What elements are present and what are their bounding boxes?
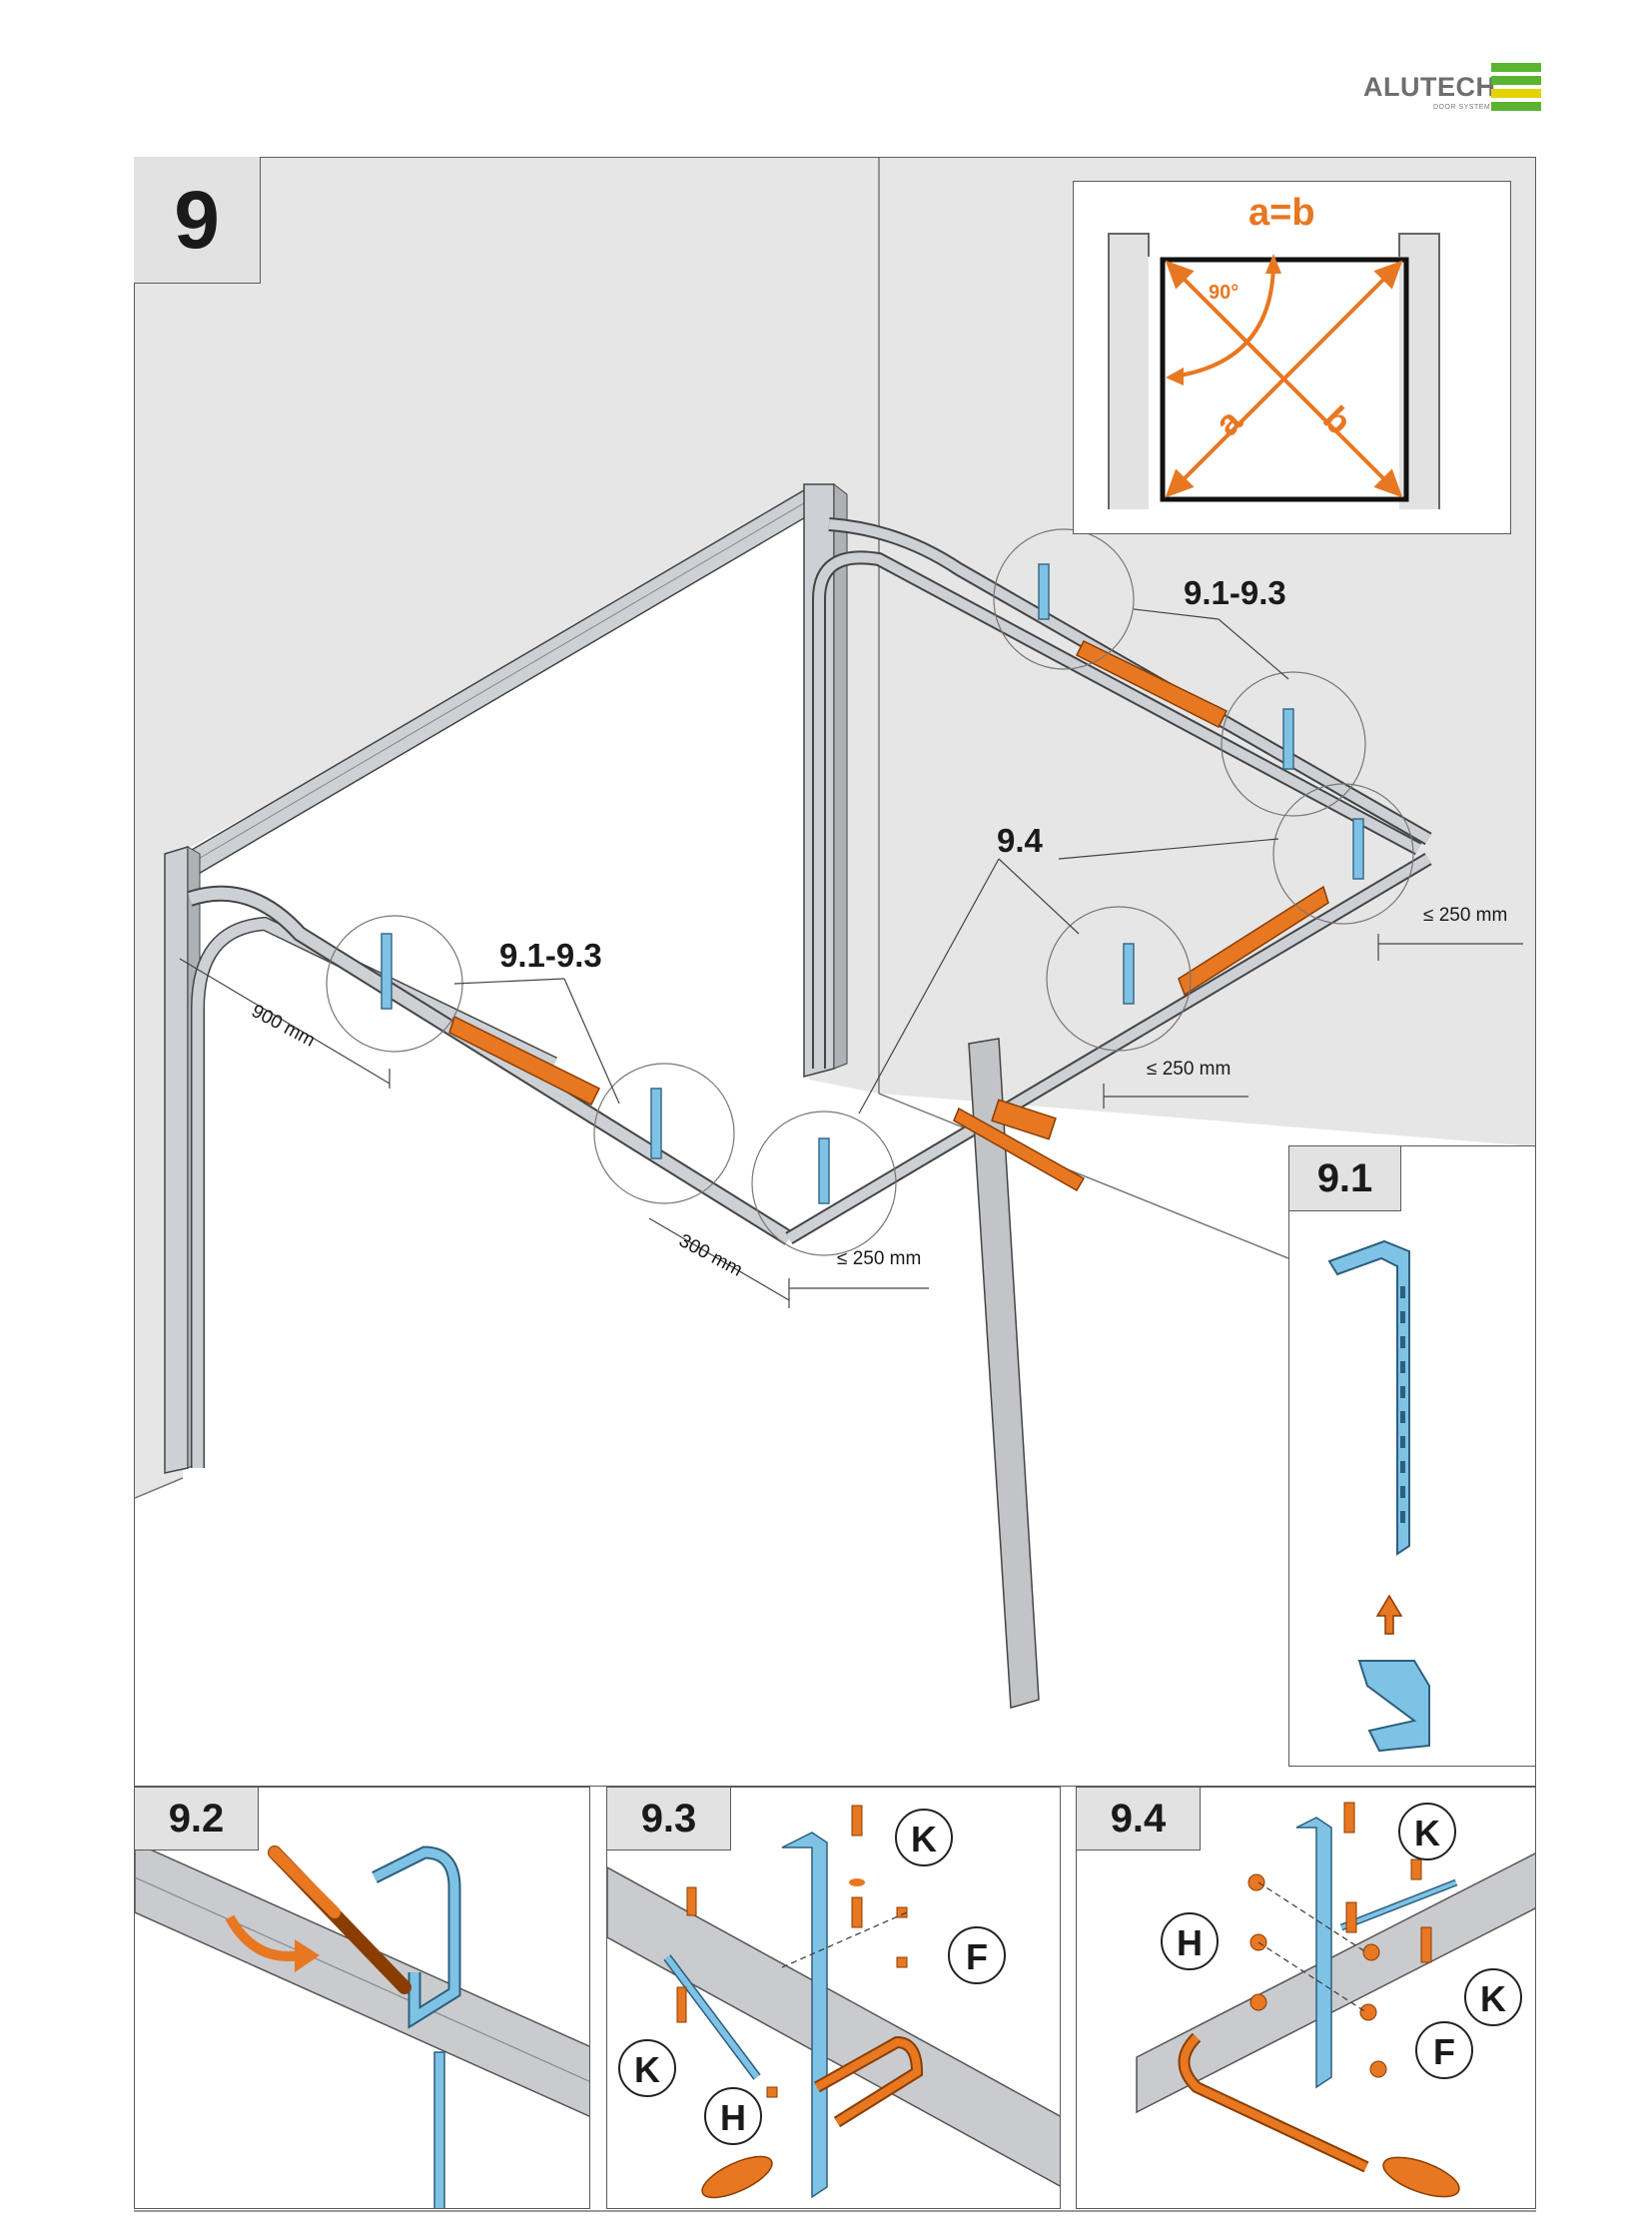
panel-9-1: 9.1 (1288, 1145, 1536, 1767)
panel-9-4-tag: 9.4 (1077, 1788, 1201, 1851)
squareness-inset: a=b 90° a b (1073, 181, 1511, 534)
bottom-rule (134, 2210, 1536, 2212)
panel-9-2-tag: 9.2 (135, 1788, 259, 1851)
callout-left-group: 9.1-9.3 (499, 937, 602, 974)
panel-9-3-label-h: H (704, 2087, 762, 2145)
dimension-250-front: ≤ 250 mm (837, 1248, 922, 1269)
panel-9-3-tag: 9.3 (607, 1788, 731, 1851)
alutech-logo: ALUTECH DOOR SYSTEMS (1363, 60, 1543, 115)
panel-9-3-label-k: K (895, 1809, 953, 1866)
callout-anchor-group: 9.4 (997, 822, 1043, 859)
callout-right-group: 9.1-9.3 (1184, 574, 1286, 611)
panel-9-4-label-f: F (1415, 2021, 1473, 2079)
main-diagram-frame (134, 157, 1536, 1787)
panel-9-2: 9.2 (134, 1787, 590, 2209)
panel-9-3-illustration (607, 1805, 1060, 2199)
step-number: 9 (134, 157, 261, 284)
logo-wordmark: ALUTECH (1363, 72, 1496, 102)
panel-9-3: 9.3 K F K H (606, 1787, 1061, 2209)
dimension-250-mid: ≤ 250 mm (1147, 1059, 1232, 1080)
logo-stripes-icon (1491, 63, 1541, 111)
panel-9-4: 9.4 K H K F (1076, 1787, 1536, 2209)
panel-9-2-illustration (135, 1842, 589, 2208)
panel-9-4-illustration (1136, 1802, 1535, 2198)
main-illustration (135, 158, 1535, 1709)
panel-9-1-tag: 9.1 (1289, 1146, 1401, 1211)
logo-tagline: DOOR SYSTEMS (1433, 104, 1496, 111)
panel-9-4-label-k2: K (1464, 1968, 1522, 2026)
squareness-diagram (1108, 233, 1440, 509)
dimension-250-back: ≤ 250 mm (1423, 905, 1508, 926)
panel-9-3-label-k2: K (618, 2039, 676, 2097)
panel-9-4-label-k: K (1398, 1803, 1456, 1860)
hanger-bracket-icon (1327, 1239, 1430, 1753)
inset-angle-label: 90° (1209, 282, 1239, 304)
panel-9-3-label-f: F (948, 1926, 1006, 1984)
panel-9-4-label-h: H (1161, 1912, 1219, 1970)
inset-formula: a=b (1248, 192, 1315, 234)
